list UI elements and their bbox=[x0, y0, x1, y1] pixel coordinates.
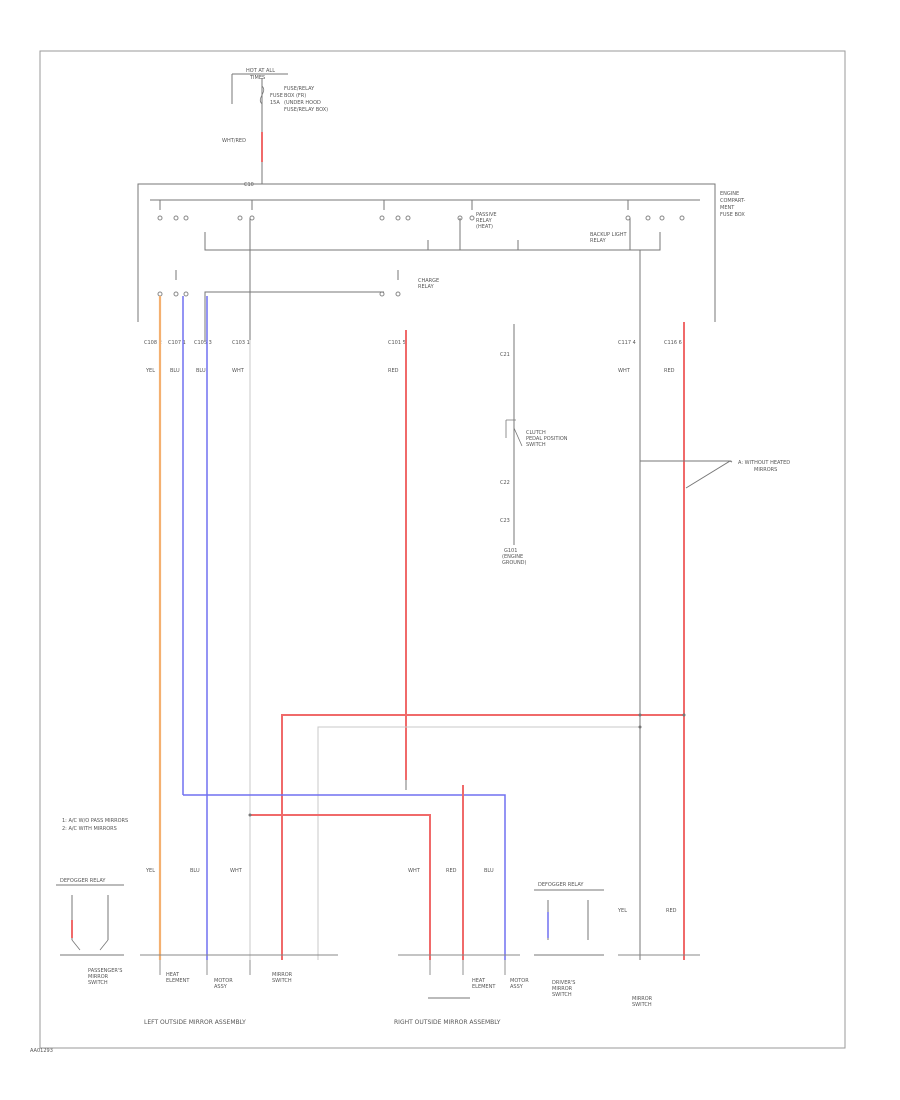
passenger-switch-3: SWITCH bbox=[88, 980, 108, 986]
relay1-label-1: PASSIVE bbox=[476, 212, 497, 218]
left-mirror-assembly: HEAT ELEMENT MOTOR ASSY MIRROR SWITCH LE… bbox=[140, 954, 338, 1026]
wire-top-3: BLU bbox=[196, 368, 206, 374]
heat-l-1: HEAT bbox=[166, 972, 180, 978]
relay1-label-3: (HEAT) bbox=[476, 224, 493, 230]
bottom-wire-8: RED bbox=[666, 908, 677, 914]
right-mirror-switch: MIRROR SWITCH bbox=[618, 954, 700, 1008]
relay-box-side-3: MENT bbox=[720, 205, 735, 211]
right-assembly-caption: RIGHT OUTSIDE MIRROR ASSEMBLY bbox=[394, 1019, 501, 1026]
heat-r-2: ELEMENT bbox=[472, 984, 496, 990]
fuse-wire-label: WHT/RED bbox=[222, 138, 246, 144]
fuse-name-1: FUSE bbox=[270, 93, 283, 99]
fuse-section: HOT AT ALL TIMES FUSE/RELAY BOX (FR) (UN… bbox=[222, 68, 328, 188]
connector-top-4: C103 1 bbox=[232, 340, 250, 346]
left-defogger-switch: DEFOGGER RELAY PASSENGER'S MIRROR SWITCH bbox=[56, 878, 124, 986]
hot-at-all-times-line2: TIMES bbox=[249, 75, 265, 81]
bottom-wire-1: YEL bbox=[145, 868, 155, 874]
driver-switch-2: MIRROR bbox=[552, 986, 573, 992]
legend-2: 2: A/C WITH MIRRORS bbox=[62, 826, 117, 832]
connector-row-bottom: YEL BLU WHT WHT RED BLU YEL RED bbox=[145, 868, 677, 914]
diagram-frame bbox=[39, 50, 846, 1049]
fuse-name-2: 15A bbox=[270, 100, 280, 106]
motor-l-2: ASSY bbox=[214, 984, 228, 990]
relay-box-side-4: FUSE BOX bbox=[720, 212, 745, 218]
bottom-wire-7: YEL bbox=[617, 908, 627, 914]
motor-l-1: MOTOR bbox=[214, 978, 233, 984]
ground-2: (ENGINE bbox=[502, 554, 523, 560]
left-assembly-caption: LEFT OUTSIDE MIRROR ASSEMBLY bbox=[144, 1019, 246, 1026]
fuse-note-4: FUSE/RELAY BOX) bbox=[284, 107, 328, 113]
relay3-label-1: CHARGE bbox=[418, 278, 439, 284]
defogger-left-1: DEFOGGER RELAY bbox=[60, 878, 106, 884]
right-defogger-switch: DEFOGGER RELAY DRIVER'S MIRROR SWITCH bbox=[534, 882, 604, 998]
bottom-wire-5: RED bbox=[446, 868, 457, 874]
center-c-top: C21 bbox=[500, 352, 510, 358]
right-mirror-assembly: HEAT ELEMENT MOTOR ASSY RIGHT OUTSIDE MI… bbox=[394, 954, 529, 1026]
ground-3: GROUND) bbox=[502, 560, 527, 566]
svg-text:C10: C10 bbox=[244, 182, 254, 188]
fuse-note-2: BOX (FR) bbox=[284, 93, 306, 99]
wire-top-4: WHT bbox=[232, 368, 245, 374]
relay-box-side-1: ENGINE bbox=[720, 191, 739, 197]
relay-contact-row bbox=[157, 200, 685, 221]
clutch-label-1: CLUTCH bbox=[526, 430, 546, 436]
motor-r-2: ASSY bbox=[510, 984, 524, 990]
mirror-sw-r-1: MIRROR bbox=[632, 996, 653, 1002]
fuse-note-1: FUSE/RELAY bbox=[284, 86, 315, 92]
relay-box-side-2: COMPART- bbox=[720, 198, 746, 204]
connector-top-3: C105 3 bbox=[194, 340, 212, 346]
legend-1: 1: A/C W/O PASS MIRRORS bbox=[62, 818, 128, 824]
connector-top-7: C116 6 bbox=[664, 340, 682, 346]
wire-top-5: RED bbox=[388, 368, 399, 374]
wire-top-7: RED bbox=[664, 368, 675, 374]
heat-r-1: HEAT bbox=[472, 978, 486, 984]
relay3-label-2: RELAY bbox=[418, 284, 435, 290]
defogger-right-1: DEFOGGER RELAY bbox=[538, 882, 584, 888]
motor-r-1: MOTOR bbox=[510, 978, 529, 984]
heat-l-2: ELEMENT bbox=[166, 978, 190, 984]
mirror-sw-r-2: SWITCH bbox=[632, 1002, 652, 1008]
wire-white-horizontal bbox=[317, 726, 640, 960]
driver-switch-1: DRIVER'S bbox=[552, 980, 575, 986]
relay-box: ENGINE COMPART- MENT FUSE BOX PASSIVE RE… bbox=[137, 183, 746, 340]
right-note-1: A: WITHOUT HEATED bbox=[738, 460, 790, 466]
mirror-sw-2: SWITCH bbox=[272, 978, 292, 984]
right-note: A: WITHOUT HEATED MIRRORS bbox=[640, 460, 790, 489]
wire-top-1: YEL bbox=[145, 368, 155, 374]
driver-switch-3: SWITCH bbox=[552, 992, 572, 998]
center-c-bot: C22 bbox=[500, 480, 510, 486]
passenger-switch-2: MIRROR bbox=[88, 974, 109, 980]
wire-red-lower bbox=[250, 814, 431, 960]
relay1-label-2: RELAY bbox=[476, 218, 493, 224]
relay2-label-1: BACKUP LIGHT bbox=[590, 232, 628, 238]
hot-at-all-times-line1: HOT AT ALL bbox=[246, 68, 275, 74]
bottom-wire-3: WHT bbox=[230, 868, 243, 874]
mirror-sw-1: MIRROR bbox=[272, 972, 293, 978]
connector-top-2: C107 1 bbox=[168, 340, 186, 346]
bottom-wire-6: BLU bbox=[484, 868, 494, 874]
relay2-label-2: RELAY bbox=[590, 238, 607, 244]
connector-top-5: C101 5 bbox=[388, 340, 406, 346]
bottom-wire-2: BLU bbox=[190, 868, 200, 874]
connector-row-top: C108 2 C107 1 C105 3 C103 1 C101 5 C117 … bbox=[144, 340, 682, 374]
ground-1: G101 bbox=[504, 548, 517, 554]
clutch-label-3: SWITCH bbox=[526, 442, 546, 448]
page-code: AA01293 bbox=[30, 1048, 53, 1054]
connector-top-6: C117 4 bbox=[618, 340, 636, 346]
connector-top-1: C108 2 bbox=[144, 340, 162, 346]
fuse-note-3: (UNDER HOOD bbox=[284, 100, 321, 106]
right-note-2: MIRRORS bbox=[754, 467, 777, 473]
wire-top-2: BLU bbox=[170, 368, 180, 374]
wire-top-6: WHT bbox=[618, 368, 631, 374]
wire-blue-horizontal bbox=[183, 794, 506, 960]
clutch-switch: C21 CLUTCH PEDAL POSITION SWITCH C22 C23… bbox=[500, 324, 568, 566]
center-c-btm2: C23 bbox=[500, 518, 510, 524]
legend: 1: A/C W/O PASS MIRRORS 2: A/C WITH MIRR… bbox=[62, 818, 128, 832]
bottom-wire-4: WHT bbox=[408, 868, 421, 874]
passenger-switch-1: PASSENGER'S bbox=[88, 968, 122, 974]
clutch-label-2: PEDAL POSITION bbox=[526, 436, 568, 442]
wire-red-horizontal bbox=[281, 714, 684, 960]
